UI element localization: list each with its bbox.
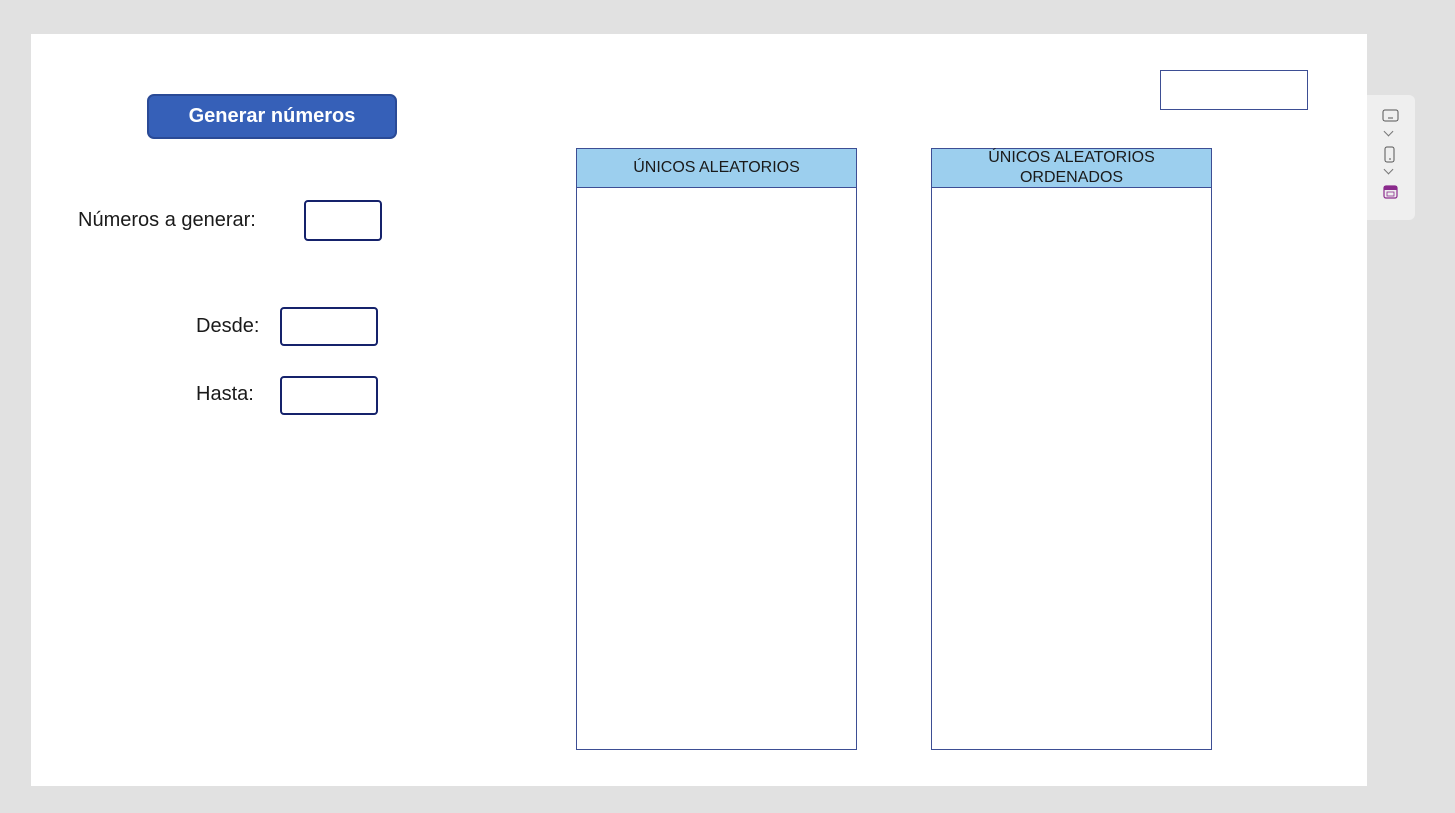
top-right-text-box[interactable] <box>1160 70 1308 110</box>
count-label: Números a generar: <box>78 209 256 231</box>
calendar-icon[interactable] <box>1383 184 1399 200</box>
from-label: Desde: <box>196 315 260 337</box>
random-unique-list[interactable]: ÚNICOS ALEATORIOS <box>576 148 857 750</box>
count-input[interactable] <box>304 200 382 241</box>
generate-numbers-button[interactable]: Generar números <box>147 94 397 139</box>
chevron-down-icon[interactable] <box>1383 126 1394 137</box>
random-unique-list-header: ÚNICOS ALEATORIOS <box>577 149 856 188</box>
from-input[interactable] <box>280 307 378 346</box>
sorted-unique-list-header: ÚNICOS ALEATORIOS ORDENADOS <box>932 149 1211 188</box>
side-toolbar <box>1367 95 1415 220</box>
chevron-down-icon[interactable] <box>1383 164 1394 175</box>
screen-layout-icon[interactable] <box>1382 109 1399 123</box>
phone-icon[interactable] <box>1384 146 1396 163</box>
to-label: Hasta: <box>196 383 254 405</box>
to-input[interactable] <box>280 376 378 415</box>
app-canvas: Generar números Números a generar: Desde… <box>31 34 1367 786</box>
sorted-unique-list[interactable]: ÚNICOS ALEATORIOS ORDENADOS <box>931 148 1212 750</box>
